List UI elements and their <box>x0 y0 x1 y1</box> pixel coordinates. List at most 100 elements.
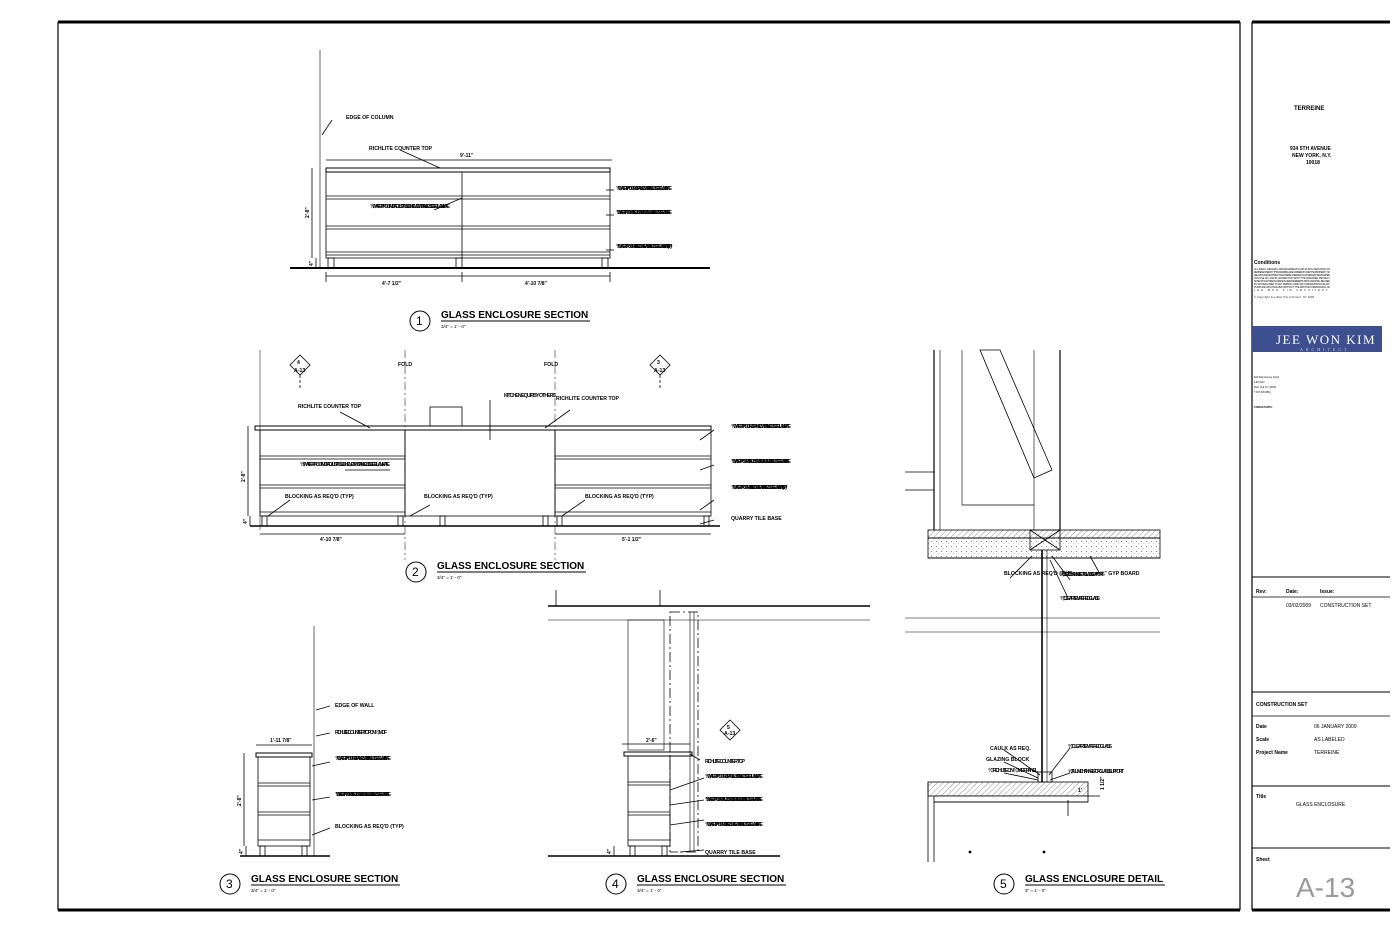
note-panels-3: ¾" WATERPROOF MDF PANELS W/STAINLESS STE… <box>335 755 392 762</box>
tb-conditions-8: JEE WON KIM ARCHITECT. <box>1254 289 1330 292</box>
tb-project: TERREINE <box>1294 106 1324 112</box>
dim-base-3: 4" <box>239 848 245 854</box>
note-countertop-2a: RICHLITE COUNTER TOP <box>298 404 362 410</box>
note-panels-1: ¾" WATERPROOF MDF PANELS W/STAINLESS STE… <box>616 185 673 192</box>
note-caulk: CAULK AS REQ. <box>990 746 1031 752</box>
firm-logo-panel <box>1252 326 1382 352</box>
note-edge-of-wall: EDGE OF WALL <box>335 703 375 709</box>
drawing-4-labels: 5 A-13 RICHLITE COUNTER TOP ¾" WATERPROO… <box>605 725 786 895</box>
tb-firm-address-3: New York, NY 10016 <box>1254 386 1277 389</box>
note-shelves-2a: ¾" WATERPROOF MDF ADJUSTABLE SHELVES W/S… <box>300 461 391 468</box>
note-steel-channel: ⅝" STEEL CHANNEL FOR GLASS SUPPORT <box>1060 572 1105 578</box>
sheet-border <box>57 20 1241 912</box>
tb-conditions-4: FOR USE ON, AND IN CONNECTION WITH, THE … <box>1254 277 1330 280</box>
tb-firm-address-2: 14th Floor <box>1254 381 1265 384</box>
note-edge-of-column-1: EDGE OF COLUMN <box>346 115 394 121</box>
drawing-4-number-circle <box>605 873 627 895</box>
drawing-4-section <box>548 590 870 857</box>
note-kitchen-equip: KITCHEN EQUIP. BY OTHERS <box>504 393 557 399</box>
tb-project-name-value: TERREINE <box>1314 750 1340 756</box>
note-blocking-2b: BLOCKING AS REQ'D (TYP) <box>424 494 493 500</box>
tb-conditions-6: BY OR DISCLOSED TO ANY PERSON, FIRM, OR … <box>1254 283 1330 286</box>
dim-width-4: 2'-6" <box>646 738 657 744</box>
note-countertop-4: RICHLITE COUNTER TOP <box>705 759 746 765</box>
note-countertop-2b: RICHLITE COUNTER TOP <box>556 396 620 402</box>
ref-4-sheet: A-13 <box>724 731 735 737</box>
note-richlite-panel: ¾" RICHLITE ON ¾" MDF PANEL <box>988 767 1039 774</box>
ref-2b-sheet: A-13 <box>654 368 665 374</box>
ref-2b-num: 3 <box>657 360 660 366</box>
tb-issue-header: Issue: <box>1320 589 1335 595</box>
note-gyp-board: ⅝" GYP BOARD <box>1100 571 1140 577</box>
drawing-1-labels: EDGE OF COLUMN RICHLITE COUNTER TOP ¾" W… <box>305 115 673 332</box>
note-panel-4: ¾" WATERPROOF MDF PANEL W/STAINLESS STEE… <box>705 773 764 780</box>
drawing-2-labels: 4 A-13 3 A-13 FOLD FOLD RICHLITE COUNTER… <box>241 360 792 583</box>
note-alum-channel: ⅝" ALUM. CHANNEL FOR GLASS SUPPORT <box>1068 769 1125 775</box>
drawing-3-title: GLASS ENCLOSURE SECTION <box>251 874 398 885</box>
drawing-1-title: GLASS ENCLOSURE SECTION <box>441 310 588 321</box>
tb-conditions-title: Conditions <box>1254 260 1280 266</box>
drawing-3-number: 3 <box>226 877 233 891</box>
drawing-2-scale: 3/4" = 1' - 0" <box>437 575 462 580</box>
tb-conditions-3: JEE WON KIM ARCHITECT AND WERE CREATED, … <box>1254 274 1330 277</box>
tb-conditions-2: REPRESENTED BY THIS DRAWING ARE OWNED BY… <box>1254 271 1331 274</box>
note-blocking-2c: BLOCKING AS REQ'D (TYP) <box>585 494 654 500</box>
tb-firm-address-1: 404 Park Avenue South <box>1254 376 1280 379</box>
tb-project-name-label: Project Name <box>1256 750 1288 756</box>
note-fixed-shelf-2: ¾" WATERPROOF MDF FIXED SHELF W/STAINLES… <box>731 484 788 491</box>
dim-right-2: 5'-1 1/2" <box>622 537 642 543</box>
drawing-3-number-circle <box>219 873 241 895</box>
tb-date-header: Date: <box>1286 589 1299 595</box>
drawing-1-section <box>290 50 710 282</box>
drawing-4-number: 4 <box>612 877 619 891</box>
drawing-3-scale: 3/4" = 1' - 0" <box>251 888 276 893</box>
tb-rev-header: Rev: <box>1256 589 1267 595</box>
drawing-2-number-circle <box>405 561 427 583</box>
note-glazing-block: GLAZING BLOCK <box>986 757 1029 763</box>
dim-left-1: 4'-7 1/2" <box>382 281 402 287</box>
fold-label-2: FOLD <box>544 362 558 368</box>
tb-rev-issue: CONSTRUCTION SET <box>1320 603 1371 609</box>
dim-base-4: 4" <box>607 848 613 854</box>
tb-sheet-number: A-13 <box>1296 872 1355 903</box>
drawing-4-title: GLASS ENCLOSURE SECTION <box>637 874 784 885</box>
drawing-5-scale: 3" = 1' - 0" <box>1025 888 1046 893</box>
drawing-1-number: 1 <box>416 314 423 328</box>
drawing-5-title: GLASS ENCLOSURE DETAIL <box>1025 874 1163 885</box>
dim-1-5in: 1 1/2" <box>1100 776 1106 790</box>
dim-overall-1: 9'-11" <box>460 153 474 159</box>
tb-conditions-1: ALL IDEAS, DESIGNS, ARRANGEMENTS AND PLA… <box>1254 268 1330 271</box>
note-panels-2: ¾" WATERPROOF MDF PANELS W/STAINLESS STE… <box>731 423 792 430</box>
note-glass-bottom: ⅜" CLEAR TEMPERED GLASS <box>1068 744 1113 750</box>
dim-width-3: 1'-11 7/8" <box>270 738 292 744</box>
dim-right-1: 4'-10 7/8" <box>525 281 548 287</box>
note-blocking-3: BLOCKING AS REQ'D (TYP) <box>335 824 404 830</box>
tb-set-name: CONSTRUCTION SET <box>1256 702 1307 708</box>
tb-title-value: GLASS ENCLOSURE <box>1296 802 1346 808</box>
tb-title-label: Title <box>1256 794 1266 800</box>
dim-height-2: 2'-8" <box>241 471 247 482</box>
tb-consultants: CONSULTANTS: <box>1254 406 1273 409</box>
tb-date-value: 06 JANUARY 2009 <box>1314 724 1357 730</box>
drawing-2-number: 2 <box>412 565 419 579</box>
dim-base-2: 4" <box>243 518 249 524</box>
note-quarry-tile-2: QUARRY TILE BASE <box>731 516 782 522</box>
drawing-5-number-circle <box>993 873 1015 895</box>
drawing-5-labels: BLOCKING AS REQ'D (TYP) ⅝" STEEL CHANNEL… <box>986 571 1165 895</box>
tb-address-3: 10018 <box>1306 160 1320 166</box>
note-shelves-3: ¾" WATERPROOF MDF ADJUSTABLE SHELVES W/S… <box>335 791 392 798</box>
tb-address-2: NEW YORK, N.Y. <box>1292 153 1332 159</box>
tb-sheet-label: Sheet <box>1256 857 1270 863</box>
tb-scale-value: AS LABELED <box>1314 737 1345 743</box>
tb-scale-label: Scale <box>1256 737 1269 743</box>
drawing-4-scale: 3/4" = 1' - 0" <box>637 888 662 893</box>
tb-conditions-5: NONE OF SUCH IDEAS, DESIGNS, ARRANGEMENT… <box>1254 280 1330 283</box>
drawing-3-section <box>240 626 331 857</box>
fold-label-1: FOLD <box>398 362 412 368</box>
dim-left-2: 4'-10 7/8" <box>320 537 343 543</box>
note-blocking-2a: BLOCKING AS REQ'D (TYP) <box>285 494 354 500</box>
note-shelves-4: ¾" WATERPROOF MDF ADJUSTABLE SHELVES W/S… <box>705 796 764 803</box>
drawing-2-section <box>247 350 720 560</box>
title-block: TERREINE 934 5TH AVENUE NEW YORK, N.Y. 1… <box>1251 20 1390 912</box>
